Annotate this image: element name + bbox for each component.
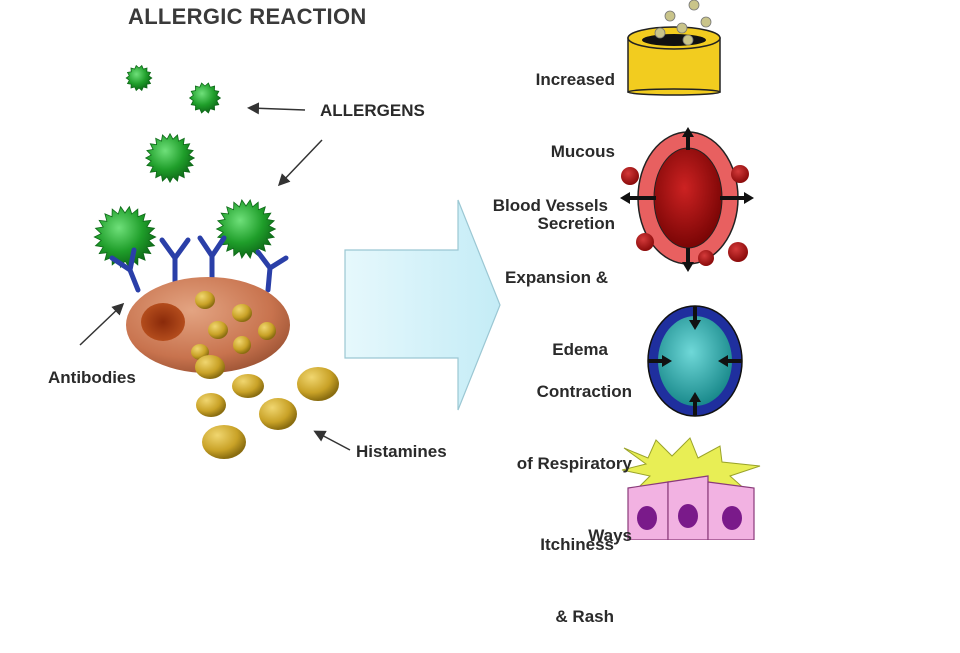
histamine-granules (195, 355, 339, 459)
effect-label-blood-vessels: Blood Vessels Expansion & Edema (493, 146, 608, 386)
granule (233, 336, 251, 354)
allergen-spike-body (188, 82, 222, 114)
allergen-particle (125, 64, 153, 92)
effect-line: Expansion & (505, 268, 608, 287)
allergen-spike-body (125, 64, 153, 92)
effect-line: Blood Vessels (492, 196, 608, 215)
diagram-title: ALLERGIC REACTION (128, 4, 367, 29)
blood-vessel-icon (620, 127, 754, 272)
allergen-particle (215, 199, 277, 259)
granule (259, 398, 297, 430)
granule (258, 322, 276, 340)
effect-line: Increased (535, 70, 615, 89)
effect-line: Secretion (537, 214, 615, 233)
allergen-particle (144, 132, 196, 184)
antibody (109, 235, 289, 293)
antibodies-label: Antibodies (48, 368, 136, 387)
mucous-secretion-icon (627, 0, 721, 96)
effect-line: Edema (552, 340, 608, 359)
allergen-spike-body (215, 199, 277, 259)
histamines-label: Histamines (356, 442, 447, 461)
allergens-pointer-arrow (247, 102, 306, 115)
granule (195, 355, 225, 379)
effect-line: of Respiratory (516, 454, 632, 473)
allergic-reaction-diagram (79, 0, 761, 541)
allergens-label: ALLERGENS (320, 101, 425, 120)
granule (202, 425, 246, 459)
allergen-particle (188, 82, 222, 114)
antibodies-pointer-arrow (79, 302, 125, 346)
allergen-spike-body (93, 205, 157, 269)
effect-line: Contraction (536, 382, 632, 401)
effect-label-mucous: Increased Mucous Secretion (536, 20, 615, 260)
respiratory-airway-icon (647, 305, 743, 417)
effect-line: & Rash (555, 607, 614, 626)
granule (297, 367, 339, 401)
granule (195, 291, 215, 309)
histamines-pointer-arrow (313, 430, 351, 451)
allergen-spike-body (144, 132, 196, 184)
reaction-block-arrow (344, 199, 501, 411)
allergen-particle (93, 205, 157, 269)
granule (232, 304, 252, 322)
effect-label-itchiness: Itchiness & Rash (540, 485, 614, 653)
effect-line: Itchiness (540, 535, 614, 554)
effect-line: Mucous (550, 142, 615, 161)
granule (208, 321, 228, 339)
mast-cell-nucleus (141, 303, 185, 341)
skin-rash-icon (621, 437, 761, 541)
granule (196, 393, 226, 417)
allergens-pointer-arrow (277, 139, 323, 187)
granule (232, 374, 264, 398)
cell-granules (191, 291, 276, 360)
